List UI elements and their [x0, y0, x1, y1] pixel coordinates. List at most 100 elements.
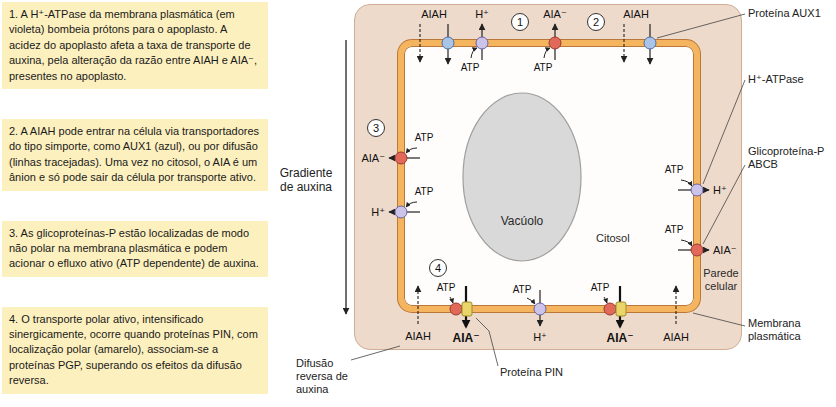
atp-arrow [544, 48, 550, 58]
part-label: Membrana plasmática [748, 317, 828, 343]
organelle-label: Vacúolo [462, 214, 582, 228]
part-label: Proteína AUX1 [748, 7, 821, 20]
note-box: 2. A AIAH pode entrar na célula via tran… [2, 119, 268, 191]
ion-label: H⁺ [713, 184, 727, 197]
ion-label: AIAH [421, 8, 447, 21]
label-holder: AIA⁻ [607, 331, 634, 345]
label-holder: ATP [513, 284, 532, 296]
atp-arrow [471, 48, 477, 58]
label-holder: ATP [665, 224, 684, 236]
atp-label: ATP [665, 224, 684, 236]
label-holder: H⁺-ATPase [748, 73, 804, 86]
text-holder: Citosol [596, 232, 656, 245]
aux1-protein [442, 37, 454, 49]
vacuole: Vacúolo [462, 92, 582, 262]
label-holder: ATP [665, 164, 684, 176]
label-holder: AIAH [663, 331, 689, 344]
leader-line [693, 313, 745, 326]
note-text: 4. O transporte polar ativo, intensifica… [9, 312, 261, 389]
label-holder: ATP [591, 282, 610, 294]
callout-number: 4 [429, 259, 447, 277]
label-holder: H⁺ [713, 184, 727, 197]
callout-number-text: 4 [435, 263, 441, 274]
cytosol-region: Vacúolo 4 Citosol [398, 40, 700, 312]
leader-line [703, 80, 745, 184]
label-holder: ATP [415, 186, 434, 198]
ion-label: AIA⁻ [361, 152, 385, 165]
vacuole-shape [463, 93, 581, 261]
callout-number-text: 1 [517, 17, 523, 28]
label-holder: Proteína PIN [500, 366, 563, 379]
ion-label: AIAH [623, 8, 649, 21]
pin-protein [462, 302, 472, 316]
label-holder: AIAH [623, 8, 649, 21]
ion-label: AIA⁻ [713, 244, 737, 257]
label-holder: Difusão reversa de auxina [296, 357, 348, 396]
callout-number-text: 3 [373, 123, 379, 134]
leader-line [657, 14, 745, 38]
atp-label: ATP [461, 62, 480, 74]
h-atpase-pump [691, 184, 703, 196]
label-holder: AIA⁻ [543, 8, 567, 21]
diffusion-arrow [419, 24, 420, 62]
label-holder: Glicoproteína-P ABCB [748, 145, 834, 171]
label-holder: H⁺ [533, 331, 547, 344]
leader-line [351, 346, 400, 360]
atp-label: ATP [437, 282, 456, 294]
atp-arrow [604, 297, 607, 303]
label-holder: ATP [415, 132, 434, 144]
label-holder: AIAH [421, 8, 447, 21]
region-label: Citosol [596, 232, 656, 245]
atp-label: ATP [591, 282, 610, 294]
leader-line [703, 165, 745, 244]
vacuole-outline [462, 92, 582, 262]
text-holder: Vacúolo [462, 214, 582, 228]
label-holder: H⁺ [371, 206, 385, 219]
label-holder: ATP [437, 282, 456, 294]
label-holder: AIA⁻ [361, 152, 385, 165]
note-text: 3. As glicoproteínas-P estão localizadas… [9, 226, 261, 272]
atp-arrow [681, 180, 692, 186]
atp-label: ATP [665, 164, 684, 176]
note-box: 4. O transporte polar ativo, intensifica… [2, 307, 268, 394]
atp-label: ATP [513, 284, 532, 296]
label-holder: Gradiente de auxina [272, 166, 340, 194]
label-holder: H⁺ [475, 8, 489, 21]
label-holder: Membrana plasmática [748, 317, 828, 343]
part-label: H⁺-ATPase [748, 73, 804, 86]
cell-wall: 1 2 3Vacúolo 4 CitosolParede celular [354, 4, 742, 350]
abcb-protein [549, 37, 561, 49]
note-text: 2. A AIAH pode entrar na célula via tran… [9, 124, 261, 186]
ion-label: H⁺ [371, 206, 385, 219]
atp-arrow [406, 202, 417, 207]
abcb-protein [450, 303, 462, 315]
ion-label: H⁺ [475, 8, 489, 21]
pin-protein [616, 302, 626, 316]
atp-arrow [450, 297, 453, 303]
diffusion-arrow [623, 24, 624, 62]
atp-label: ATP [415, 186, 434, 198]
note-box: 3. As glicoproteínas-P estão localizadas… [2, 221, 268, 277]
text-holder: Parede celular [701, 267, 741, 293]
atp-label: ATP [415, 132, 434, 144]
abcb-protein [691, 244, 703, 256]
reverse-diffusion-arrow [675, 286, 676, 324]
label-holder: AIA⁻ [713, 244, 737, 257]
callout-number: 2 [587, 13, 605, 31]
part-label: Glicoproteína-P ABCB [748, 145, 834, 171]
ion-label: AIA⁻ [543, 8, 567, 21]
label-holder: AIAH [405, 330, 431, 343]
region-label: Parede celular [701, 267, 741, 293]
gradient-arrow [345, 40, 346, 314]
auxin-efflux-label: AIA⁻ [453, 331, 480, 345]
h-atpase-pump [395, 206, 407, 218]
h-atpase-pump [534, 303, 546, 315]
note-text: 1. A H⁺-ATPase da membrana plasmática (e… [9, 7, 261, 84]
label-holder: ATP [534, 62, 553, 74]
atp-arrow [527, 298, 535, 304]
callout-number: 3 [367, 119, 385, 137]
callout-number: 1 [511, 13, 529, 31]
auxin-efflux-label: AIA⁻ [607, 331, 634, 345]
aux1-protein [644, 37, 656, 49]
note-box: 1. A H⁺-ATPase da membrana plasmática (e… [2, 2, 268, 89]
